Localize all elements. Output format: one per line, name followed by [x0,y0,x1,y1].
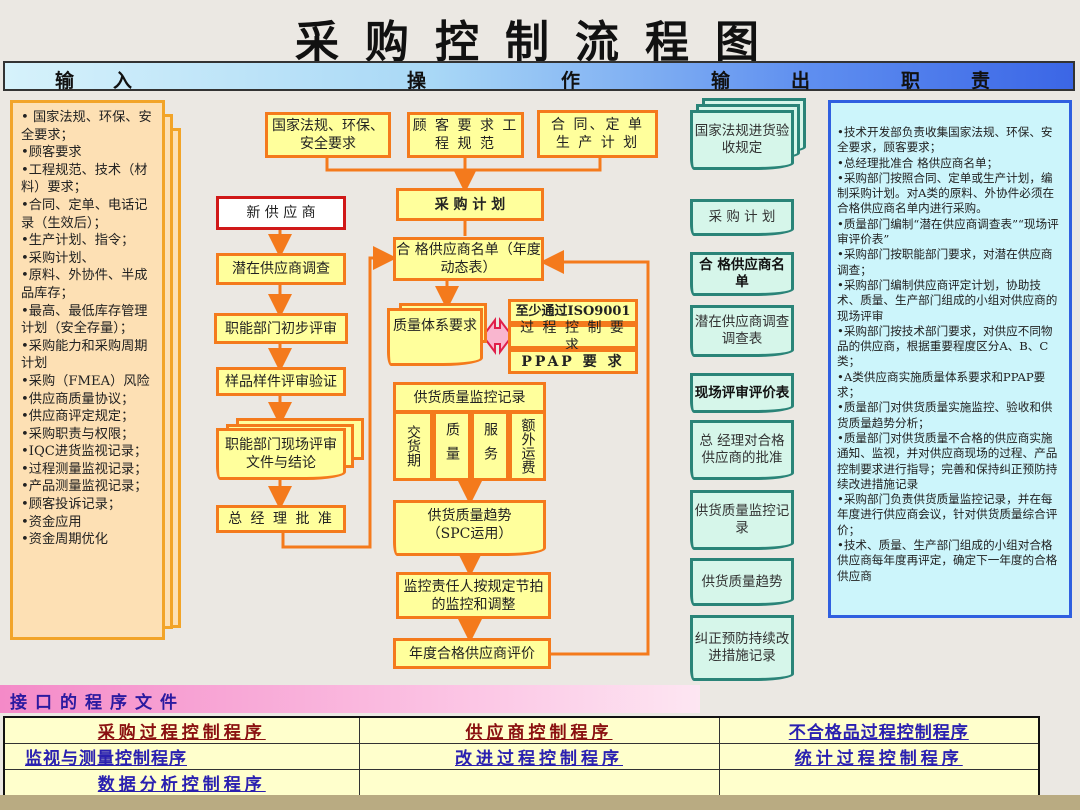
doc-quality-trend: 供货质量趋势（SPC运用） [393,500,546,556]
output-doc: 国家法规进货验收规定 [690,110,794,170]
box-annual-eval: 年度合格供应商评价 [393,638,551,669]
header-label: 入 [113,70,133,92]
output-doc: 合 格供应商名单 [690,252,794,296]
box-adjust: 监控责任人按规定节拍的监控和调整 [396,572,551,619]
responsibility-item: •质量部门对供货质量实施监控、验收和供货质量趋势分析； [837,400,1053,430]
column-header-bar: 输 入 操 作 输 出 职 责 [3,61,1075,92]
table-cell[interactable]: 改进过程控制程序 [358,743,720,770]
box-ppap: PPAP 要 求 [508,349,638,374]
interface-docs-table: 采购过程控制程序供应商控制程序不合格品过程控制程序 监视与测量控制程序改进过程控… [3,716,1040,797]
responsibility-item: •质量部门对供货质量不合格的供应商实施通知、监视，并对供应商现场的过程、产品控制… [837,430,1058,491]
page-title: 采购控制流程图 [295,17,785,68]
box-iso: 至少通过ISO9001 [508,299,638,324]
responsibility-item: •技术开发部负责收集国家法规、环保、安全要求，顾客要求； [837,125,1053,155]
input-item: •采购（FMEA）风险 [21,373,150,389]
header-label: 责 [971,70,991,92]
input-item: • 国家法规、环保、安全要求； [21,110,152,143]
input-item: •采购能力和采购周期计划 [21,338,148,372]
table-cell[interactable]: 供应商控制程序 [358,716,720,744]
table-row: 监视与测量控制程序改进过程控制程序统计过程控制程序 [3,743,1040,770]
responsibility-item: •采购部门按职能部门要求，对潜在供应商调查； [837,247,1053,277]
responsibility-item: •A类供应商实施质量体系要求和PPAP要求； [837,369,1046,400]
table-cell[interactable]: 采购过程控制程序 [3,716,360,744]
table-cell[interactable]: 统计过程控制程序 [718,743,1040,770]
box-qualified-list: 合 格供应商名单（年度动态表） [393,237,544,281]
header-label: 职 [901,70,921,92]
output-doc: 采 购 计 划 [690,199,794,236]
input-item: •顾客投诉记录； [21,497,122,513]
output-doc: 供货质量监控记录 [690,490,794,550]
box-customer: 顾 客 要 求 工 程 规 范 [407,112,524,158]
doc-qms: 质量体系要求 [387,308,483,366]
input-item: •采购计划、 [21,250,95,266]
table-cell[interactable]: 不合格品过程控制程序 [718,716,1040,744]
input-item: •采购职责与权限； [21,426,135,442]
input-item: •最高、最低库存管理计划（安全存量）； [21,303,148,337]
doc-onsite-review: 职能部门现场评审文件与结论 [216,428,346,480]
box-new-supplier: 新 供 应 商 [216,196,346,230]
box-contract: 合 同、定 单 生 产 计 划 [537,110,658,158]
box-monitor-record: 供货质量监控记录 [393,382,546,413]
responsibilities-box: •技术开发部负责收集国家法规、环保、安全要求，顾客要求；•总经理批准合 格供应商… [828,100,1072,618]
box-process: 过 程 控 制 要 求 [508,320,638,354]
input-item: •资金应用 [21,514,82,530]
input-item: •资金周期优化 [21,532,108,548]
footer-strip [0,795,1080,810]
input-item: •IQC进货监视记录； [21,444,148,460]
input-item: •工程规范、技术（材料）要求； [21,162,148,196]
table-row: 采购过程控制程序供应商控制程序不合格品过程控制程序 [3,716,1040,744]
input-item: •生产计划、指令； [21,233,135,249]
responsibility-item: •采购部门负责供货质量监控记录，并在每年度进行供应商会议，针对供货质量综合评价； [837,492,1058,537]
header-label: 输 [55,70,75,92]
table-cell[interactable]: 数据分析控制程序 [3,769,360,797]
box-purchase-plan: 采 购 计 划 [396,188,544,221]
header-label: 出 [791,70,811,92]
table-row: 数据分析控制程序 [3,769,1040,797]
box-sample: 样品样件评审验证 [216,367,346,396]
box-survey: 潜在供应商调查 [216,253,346,285]
input-item: •产品测量监视记录； [21,479,148,495]
monitor-col: 服务 [471,411,509,481]
responsibility-item: •采购部门按照合同、定单或生产计划，编制采购计划。对A类的原料、外协件必须在合格… [837,170,1055,216]
output-doc: 潜在供应商调查调查表 [690,305,794,357]
header-label: 操 [407,70,427,92]
responsibility-item: •总经理批准合 格供应商名单； [837,155,999,170]
monitor-col: 额外运费 [509,411,546,481]
output-doc: 纠正预防持续改进措施记录 [690,615,794,681]
interface-docs-title: 接口的程序文件 [0,685,700,713]
header-label: 作 [561,70,581,92]
output-doc: 供货质量趋势 [690,558,794,606]
input-list: • 国家法规、环保、安全要求； •顾客要求•工程规范、技术（材料）要求；•合同、定… [10,100,165,640]
table-cell [358,769,720,797]
responsibility-item: •采购部门编制供应商评定计划，协助技术、质量、生产部门组成的小组对供应商的现场评… [837,277,1058,323]
input-item: •合同、定单、电话记录（生效后）； [21,197,148,231]
input-item: •过程测量监视记录； [21,461,148,477]
monitor-col: 交货期 [393,411,433,481]
header-label: 输 [711,70,731,92]
responsibility-item: •质量部门编制“潜在供应商调查表”“现场评审评价表” [837,216,1059,247]
table-cell[interactable]: 监视与测量控制程序 [3,743,360,770]
box-prelim-review: 职能部门初步评审 [214,313,348,344]
input-item: •供应商评定规定； [21,409,135,425]
input-item: •供应商质量协议； [21,391,135,407]
monitor-col: 质量 [433,411,471,481]
input-item: •原料、外协件、半成品库存； [21,268,148,301]
responsibility-item: •技术、质量、生产部门组成的小组对合格供应商每年度再评定，确定下一年度的合格供应… [837,538,1058,583]
input-item: •顾客要求 [21,145,82,161]
output-doc: 现场评审评价表 [690,373,794,413]
output-doc: 总 经理对合格供应商的批准 [690,420,794,480]
table-cell [718,769,1040,797]
responsibility-item: •采购部门按技术部门要求，对供应不同物品的供应商，根据重要程度区分A、B、C类； [837,323,1053,369]
box-gm-approve: 总 经 理 批 准 [216,505,346,533]
box-law: 国家法规、环保、安全要求 [265,112,391,158]
